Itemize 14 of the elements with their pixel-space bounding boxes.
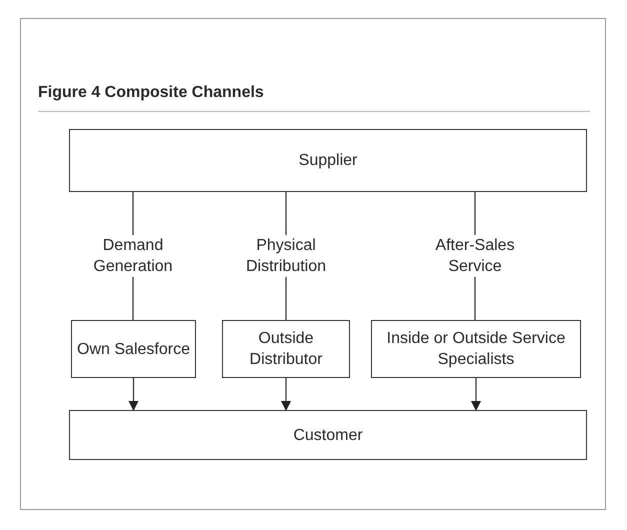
box-label: Customer bbox=[292, 426, 364, 446]
process-box bbox=[69, 129, 587, 192]
figure-title: Figure 4 Composite Channels bbox=[38, 84, 264, 102]
box-label: Own Salesforce bbox=[76, 340, 191, 360]
box-label: Inside or Outside Service Specialists bbox=[386, 329, 566, 370]
arrow bbox=[281, 378, 291, 411]
process-box bbox=[69, 410, 587, 460]
process-box bbox=[222, 320, 350, 378]
arrow bbox=[128, 378, 138, 411]
box-label: Supplier bbox=[298, 151, 358, 171]
arrow bbox=[471, 378, 481, 411]
process-box bbox=[71, 320, 196, 378]
process-box bbox=[371, 320, 581, 378]
box-label: Outside Distributor bbox=[248, 329, 324, 370]
